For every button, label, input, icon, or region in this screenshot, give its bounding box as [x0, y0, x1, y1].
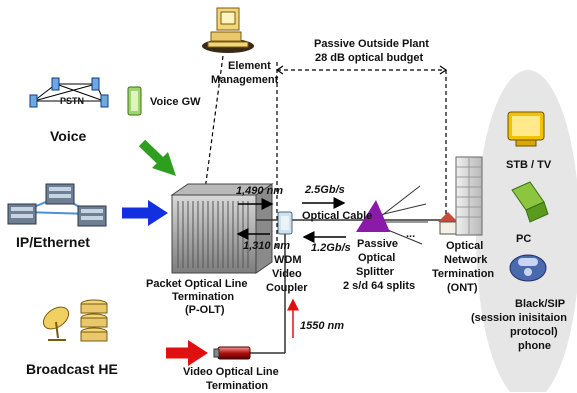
broadcast-arrow	[166, 340, 208, 366]
volt-label-2: Termination	[206, 380, 269, 392]
laptop-icon	[511, 181, 549, 223]
phone-label-1: Black/SIP	[515, 298, 566, 310]
wdm-label-1: WDM	[274, 254, 302, 266]
broadcast-he-label: Broadcast HE	[26, 361, 118, 377]
optical-budget-label: 28 dB optical budget	[315, 52, 424, 64]
house-icon	[438, 212, 458, 235]
wavelength-1310-label: 1,310 nm	[243, 240, 291, 252]
voice-gw-label: Voice GW	[150, 96, 201, 108]
workstation-icon	[202, 7, 254, 53]
voice-arrow	[138, 139, 176, 176]
ip-arrow	[122, 200, 168, 226]
polt-label-1: Packet Optical Line	[146, 278, 248, 290]
element-management-label-1: Element	[228, 60, 271, 72]
pstn-network-icon	[29, 77, 109, 108]
splitter-ellipsis: ...	[406, 228, 416, 240]
element-management-link	[204, 55, 224, 191]
rate-up-label: 1.2Gb/s	[311, 242, 351, 254]
passive-outside-plant-label: Passive Outside Plant	[314, 38, 429, 50]
phone-label-4: phone	[518, 340, 551, 352]
customer-premises-panel	[476, 70, 577, 392]
ethernet-switches-icon	[7, 183, 107, 227]
wdm-label-3: Coupler	[266, 282, 308, 294]
ont-label-1: Optical	[446, 240, 484, 252]
element-management-label-2: Management	[211, 74, 279, 86]
polt-label-3: (P-OLT)	[185, 304, 225, 316]
phone-icon	[509, 254, 547, 282]
phone-label-2: (session inisitaion	[471, 312, 567, 324]
rate-down-label: 2.5Gb/s	[305, 184, 345, 196]
pc-label: PC	[516, 233, 532, 245]
volt-label-1: Video Optical Line	[183, 366, 279, 378]
video-olt-icon	[213, 346, 251, 360]
splitter-label-2: Optical	[358, 252, 396, 264]
ont-label-2: Network	[444, 254, 488, 266]
voice-gateway-icon	[127, 86, 142, 116]
ont-label-4: (ONT)	[447, 282, 478, 294]
wavelength-1490-label: 1,490 nm	[236, 185, 284, 197]
ip-ethernet-label: IP/Ethernet	[16, 234, 90, 250]
ont-label-3: Termination	[432, 268, 495, 280]
tv-icon	[507, 111, 545, 147]
voice-label: Voice	[50, 128, 87, 144]
optical-cable-label: Optical Cable	[302, 210, 373, 222]
wdm-coupler-icon	[277, 211, 293, 235]
passive-outside-plant-bracket	[275, 62, 448, 248]
splitter-label-3: Splitter	[356, 266, 394, 278]
splitter-label-4: 2 s/d 64 splits	[343, 280, 416, 292]
splitter-triangle-icon	[356, 185, 428, 245]
satellite-dish-icon	[42, 306, 70, 341]
server-stack-icon	[80, 299, 108, 342]
pstn-label: PSTN	[60, 96, 85, 106]
stb-tv-label: STB / TV	[506, 159, 552, 171]
wavelength-1550-label: 1550 nm	[300, 320, 345, 332]
phone-label-3: protocol)	[510, 326, 558, 338]
ont-building-icon	[455, 156, 483, 236]
polt-label-2: Termination	[172, 291, 235, 303]
splitter-label-1: Passive	[357, 238, 398, 250]
wdm-label-2: Video	[272, 268, 302, 280]
